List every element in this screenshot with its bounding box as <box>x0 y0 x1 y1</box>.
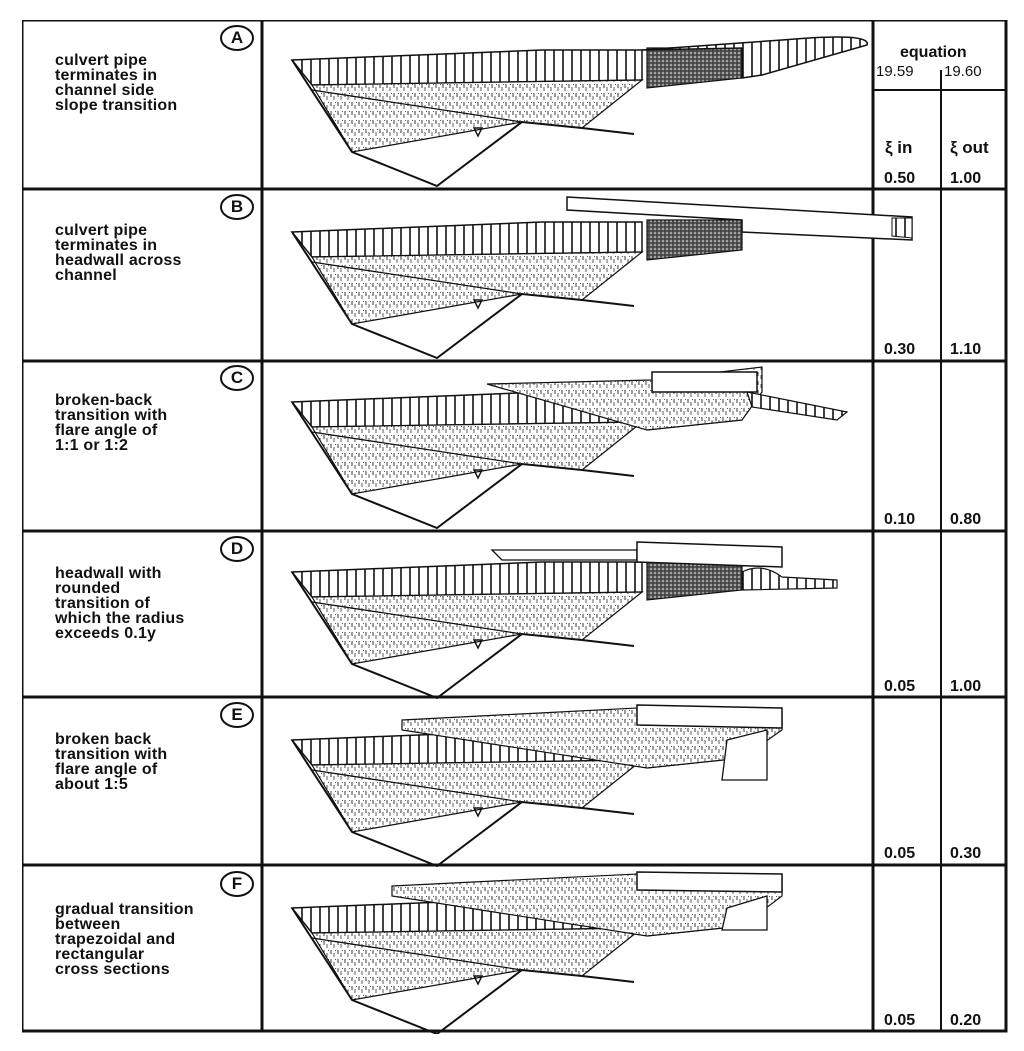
row-d-xi-out: 1.00 <box>950 678 982 695</box>
row-d-description: headwall with rounded transition of whic… <box>55 565 185 642</box>
row-e-description: broken back transition with flare angle … <box>55 731 168 793</box>
row-f-xi-in: 0.05 <box>884 1012 916 1029</box>
row-c-xi-in: 0.10 <box>884 511 916 528</box>
transition-table-frame <box>22 20 1008 1034</box>
row-c-xi-out: 0.80 <box>950 511 982 528</box>
eq-out-number: 19.60 <box>944 63 982 80</box>
row-b-letter: B <box>230 197 244 216</box>
row-b-illustration <box>291 196 913 359</box>
row-e-illustration <box>291 704 783 867</box>
xi-in-label: ξ in <box>885 138 913 157</box>
eq-in-number: 19.59 <box>876 63 914 80</box>
letter-badges <box>220 25 254 897</box>
row-e-letter: E <box>231 705 243 724</box>
row-b-description: culvert pipe terminates in headwall acro… <box>55 222 182 284</box>
row-e-xi-in: 0.05 <box>884 845 916 862</box>
row-f-letter: F <box>231 874 243 893</box>
row-a-illustration <box>291 36 868 187</box>
row-b-xi-in: 0.30 <box>884 341 916 358</box>
row-c-illustration <box>291 366 849 529</box>
equation-label: equation <box>900 44 967 61</box>
row-d-illustration <box>291 541 838 699</box>
row-f-xi-out: 0.20 <box>950 1012 982 1029</box>
row-b-xi-out: 1.10 <box>950 341 982 358</box>
row-e-xi-out: 0.30 <box>950 845 982 862</box>
row-a-xi-in: 0.50 <box>884 170 916 187</box>
row-d-letter: D <box>230 539 244 558</box>
xi-out-label: ξ out <box>950 138 989 157</box>
row-a-description: culvert pipe terminates in channel side … <box>55 52 178 114</box>
row-c-letter: C <box>230 368 244 387</box>
row-f-description: gradual transition between trapezoidal a… <box>55 901 194 978</box>
row-c-description: broken-back transition with flare angle … <box>55 392 168 454</box>
row-a-letter: A <box>230 28 244 47</box>
row-d-xi-in: 0.05 <box>884 678 916 695</box>
row-a-xi-out: 1.00 <box>950 170 982 187</box>
row-f-illustration <box>291 871 783 1034</box>
